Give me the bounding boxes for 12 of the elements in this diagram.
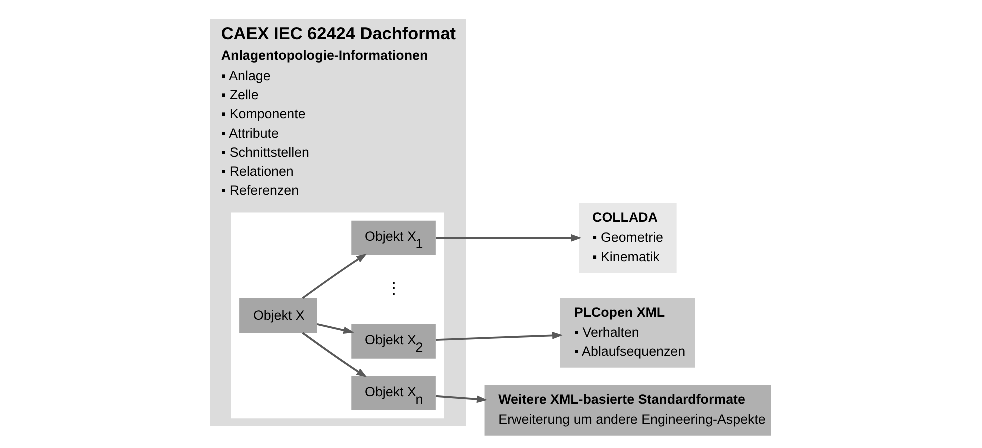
node-box: Objekt X bbox=[240, 298, 318, 333]
cluster bbox=[231, 212, 444, 419]
node-box: PLCopen XML ▪ Verhalten ▪ Ablaufsequenzen bbox=[560, 298, 696, 368]
arrow bbox=[436, 332, 564, 341]
node-box: Weitere XML-basierte Standardformate Erweiterung um andere Engineering-Aspekte bbox=[484, 385, 772, 436]
arrow bbox=[302, 332, 368, 378]
arrow bbox=[302, 254, 368, 300]
label: ⋮ bbox=[385, 278, 402, 298]
arrow bbox=[317, 323, 354, 334]
arrow bbox=[436, 395, 488, 404]
node-box: COLLADA ▪ Geometrie ▪ Kinematik bbox=[579, 203, 677, 274]
arrow bbox=[436, 234, 582, 242]
